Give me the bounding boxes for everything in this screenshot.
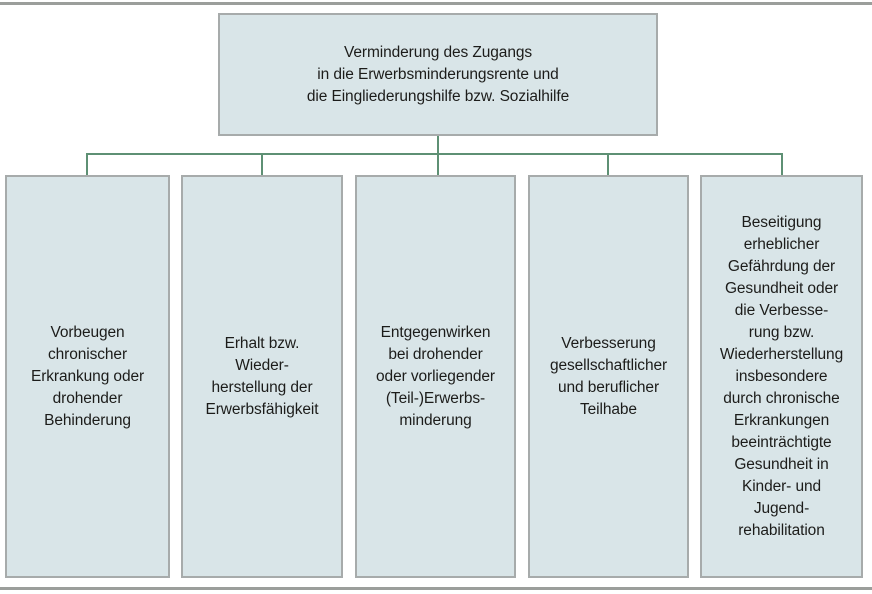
child-node-erwerbsfaehigkeit: Erhalt bzw. Wieder- herstellung der Erwe…	[181, 175, 343, 578]
child-node-label: Verbesserung gesellschaftlicher und beru…	[549, 334, 668, 418]
connector-stem-4	[607, 153, 609, 175]
connector-stem-2	[261, 153, 263, 175]
root-node-label: Verminderung des Zugangs in die Erwerbsm…	[306, 43, 570, 105]
bottom-rule	[0, 587, 872, 590]
connector-stem-5	[781, 153, 783, 175]
child-node-label: Beseitigung erheblicher Gefährdung der G…	[719, 213, 844, 539]
child-node-rehabilitation: Beseitigung erheblicher Gefährdung der G…	[700, 175, 863, 578]
child-node-label: Entgegenwirken bei drohender oder vorlie…	[376, 323, 495, 429]
connector-rail	[86, 153, 783, 155]
connector-root-stem	[437, 136, 439, 175]
child-node-label: Erhalt bzw. Wieder- herstellung der Erwe…	[205, 334, 319, 418]
top-rule	[0, 2, 872, 5]
child-node-prevention: Vorbeugen chronischer Erkrankung oder dr…	[5, 175, 170, 578]
connector-stem-1	[86, 153, 88, 175]
child-node-label: Vorbeugen chronischer Erkrankung oder dr…	[30, 323, 145, 429]
root-node: Verminderung des Zugangs in die Erwerbsm…	[218, 13, 658, 136]
child-node-erwerbsminderung: Entgegenwirken bei drohender oder vorlie…	[355, 175, 516, 578]
child-node-teilhabe: Verbesserung gesellschaftlicher und beru…	[528, 175, 689, 578]
